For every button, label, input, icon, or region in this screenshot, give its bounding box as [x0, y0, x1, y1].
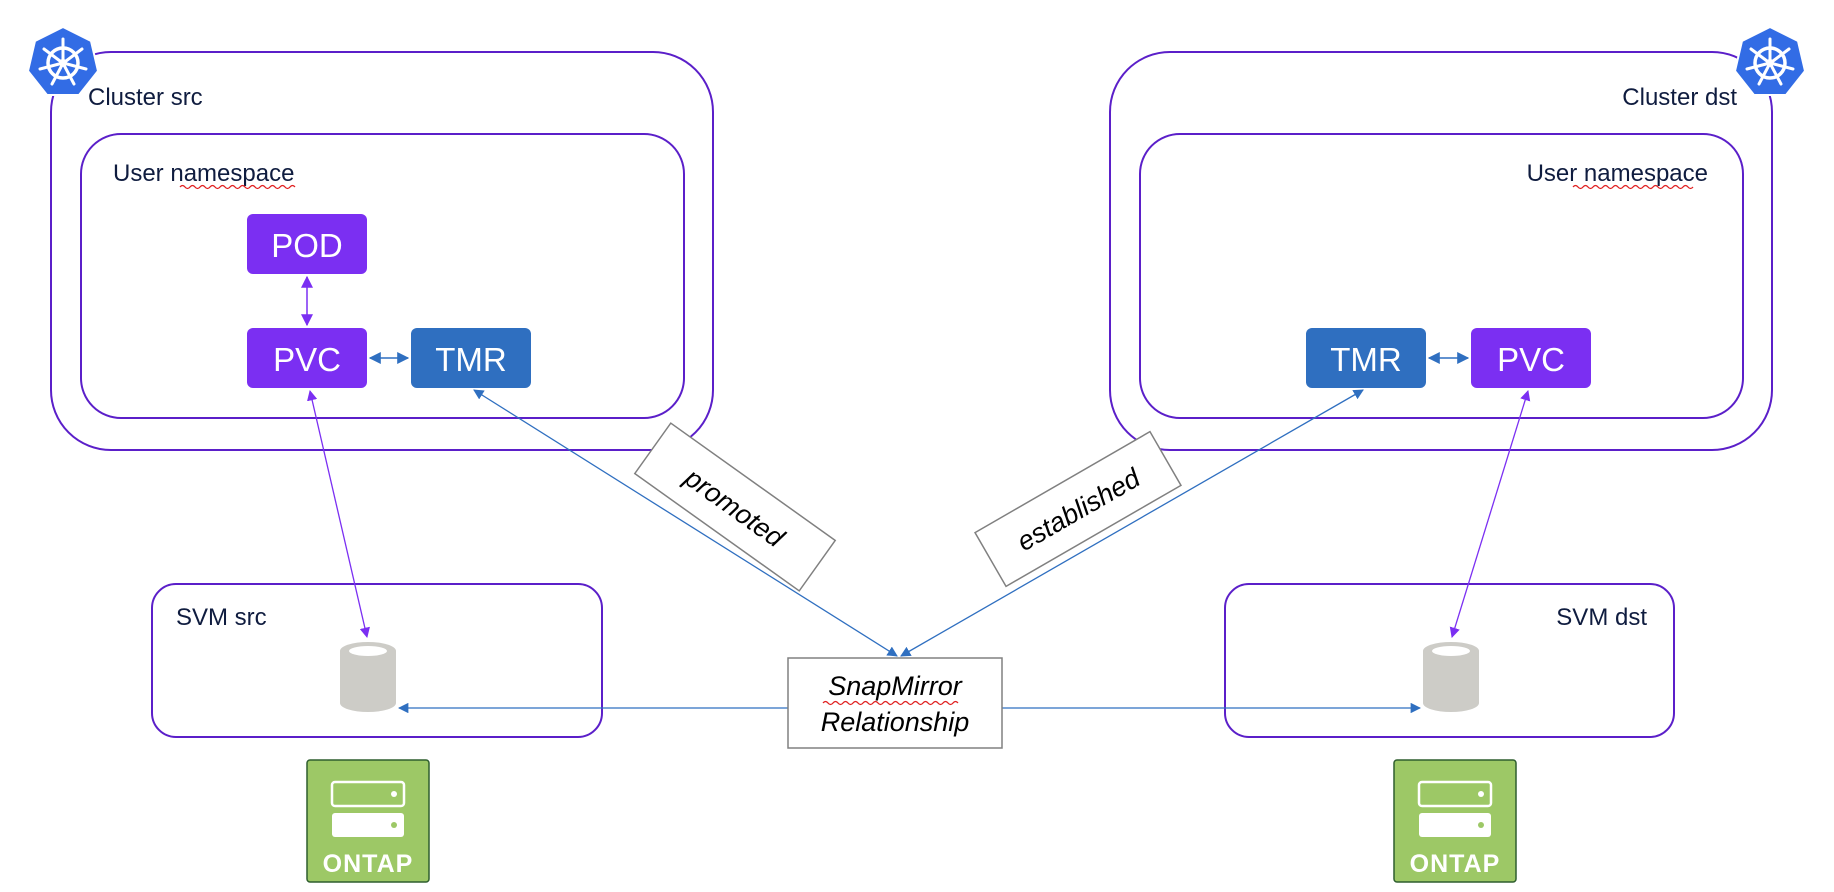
cluster-dst-frame	[1109, 51, 1773, 451]
ontap-src-icon: ONTAP	[306, 759, 430, 883]
ontap-dst-icon: ONTAP	[1393, 759, 1517, 883]
tmr-src-snapmirror-connector	[473, 389, 898, 657]
ontap-src-label: ONTAP	[323, 850, 414, 878]
svm-dst-label: SVM dst	[1556, 604, 1647, 631]
spellcheck-underline-snapmirror	[822, 700, 959, 706]
cluster-src-label: Cluster src	[88, 84, 203, 111]
volume-src-icon	[340, 642, 396, 712]
snapmirror-line1: SnapMirror	[828, 671, 963, 701]
pvc-dst-label: PVC	[1497, 341, 1565, 378]
cluster-src-frame	[50, 51, 714, 451]
pvc-src-volume-connector	[307, 389, 370, 639]
namespace-dst-frame	[1139, 133, 1744, 419]
spellcheck-underline-dst	[1572, 184, 1694, 190]
established-label-box: established	[974, 430, 1182, 588]
tmr-dst-label: TMR	[1330, 341, 1401, 378]
pvc-dst-box	[1471, 328, 1591, 388]
namespace-src-label: User namespace	[113, 160, 294, 187]
pvc-dst-volume-connector	[1449, 390, 1531, 638]
pod-label: POD	[271, 227, 343, 264]
kubernetes-src-icon	[26, 25, 100, 96]
kubernetes-dst-icon	[1733, 25, 1807, 96]
svm-src-frame	[151, 583, 603, 738]
promoted-label-box: promoted	[633, 422, 837, 592]
tmr-src-box	[411, 328, 531, 388]
pod-box	[247, 214, 367, 274]
snapmirror-line2: Relationship	[821, 707, 970, 737]
svm-dst-frame	[1224, 583, 1675, 738]
namespace-dst-label: User namespace	[1527, 160, 1708, 187]
pvc-src-label: PVC	[273, 341, 341, 378]
ontap-dst-label: ONTAP	[1410, 850, 1501, 878]
tmr-dst-box	[1306, 328, 1426, 388]
tmr-src-label: TMR	[435, 341, 506, 378]
spellcheck-underline-src	[179, 184, 296, 190]
pvc-src-box	[247, 328, 367, 388]
cluster-dst-label: Cluster dst	[1622, 84, 1737, 111]
volume-dst-icon	[1423, 642, 1479, 712]
namespace-src-frame	[80, 133, 685, 419]
svm-src-label: SVM src	[176, 604, 267, 631]
tmr-dst-snapmirror-connector	[900, 389, 1364, 657]
